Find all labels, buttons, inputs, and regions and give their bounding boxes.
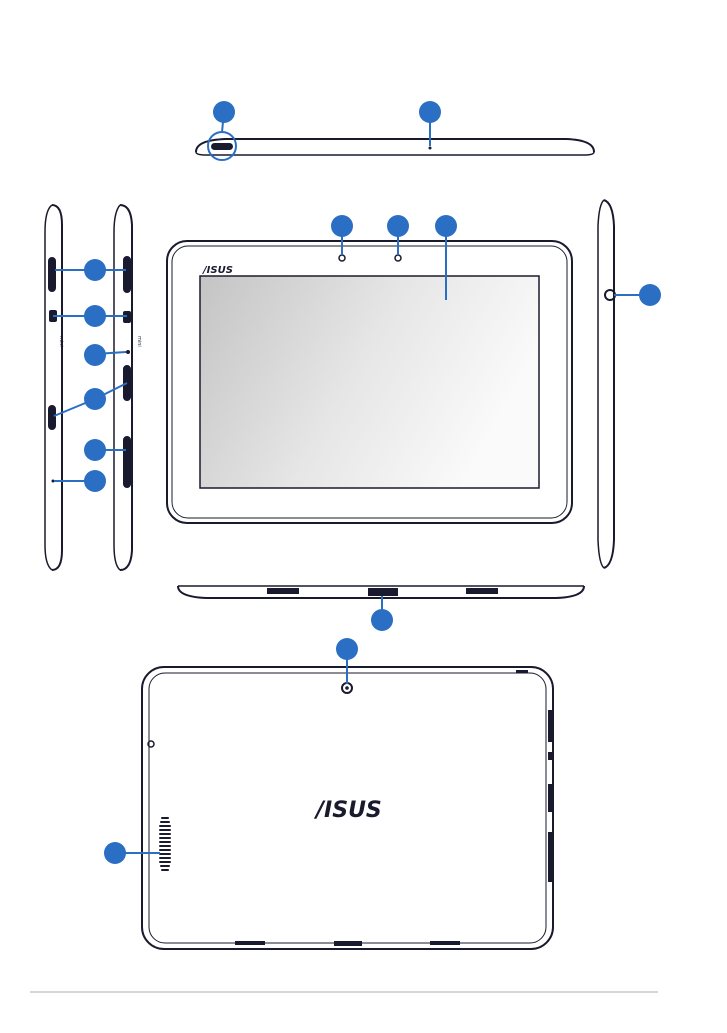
callout-marker-rear-camera <box>336 638 358 660</box>
port-label-mini-left: mini <box>58 336 64 347</box>
callout-marker-power <box>213 101 235 123</box>
power-button <box>212 144 232 149</box>
callout-marker-light-sensor <box>331 215 353 237</box>
callout-marker-dock-port <box>371 609 393 631</box>
callout-marker-top-mic <box>419 101 441 123</box>
front-view: /ISUS <box>167 241 572 523</box>
callout-marker-volume <box>84 259 106 281</box>
touch-screen <box>200 276 539 488</box>
front-light-sensor <box>339 255 345 261</box>
port-label-mini-right: mini <box>136 336 142 347</box>
callout-marker-front-camera <box>387 215 409 237</box>
rear-brand-logo: /ISUS <box>313 798 382 823</box>
callout-marker-touch-screen <box>435 215 457 237</box>
right-edge-view <box>598 200 615 568</box>
rear-view: /ISUS <box>142 667 553 949</box>
callout-marker-reset-hole <box>84 470 106 492</box>
callout-marker-card-slot <box>84 388 106 410</box>
side-edge-view-a <box>45 205 62 570</box>
callout-marker-speaker <box>104 842 126 864</box>
top-edge-view <box>196 139 594 155</box>
callout-marker-micro-usb <box>84 305 106 327</box>
front-camera <box>395 255 401 261</box>
callout-marker-side-hole <box>84 344 106 366</box>
rear-speaker-grill <box>160 818 170 870</box>
callout-marker-headphone <box>639 284 661 306</box>
callout-marker-memory-slot <box>84 439 106 461</box>
front-brand-logo: /ISUS <box>202 265 233 276</box>
top-microphone <box>429 147 432 150</box>
rear-camera-inner <box>345 686 349 690</box>
